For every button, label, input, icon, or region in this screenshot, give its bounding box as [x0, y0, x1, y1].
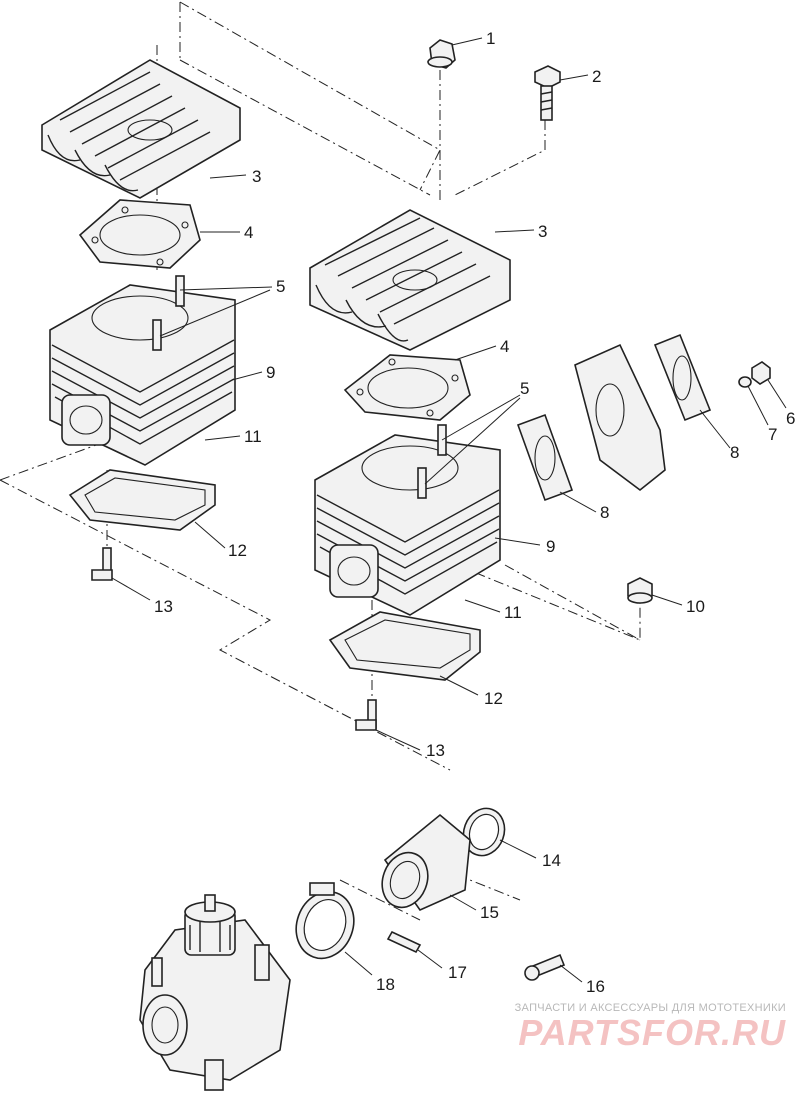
callout-11: 11 — [244, 427, 262, 446]
callout-18: 18 — [376, 975, 395, 994]
callout-numbers: 1 2 3 4 5 9 11 12 13 3 4 5 8 8 6 7 9 10 … — [154, 29, 795, 996]
callout-5b: 5 — [520, 379, 529, 398]
watermark-logo: PARTSFOR.RU — [518, 1012, 786, 1053]
intake-boot-15 — [381, 813, 471, 911]
callout-7: 7 — [768, 425, 777, 444]
nut-10 — [627, 577, 653, 604]
callout-10: 10 — [686, 597, 705, 616]
callout-12: 12 — [228, 541, 247, 560]
callout-13: 13 — [154, 597, 173, 616]
bolt-16 — [524, 953, 566, 981]
right-head-gasket — [343, 354, 471, 421]
callout-13b: 13 — [426, 741, 445, 760]
callout-2: 2 — [592, 67, 601, 86]
callout-1: 1 — [486, 29, 495, 48]
callout-9b: 9 — [546, 537, 555, 556]
callout-12b: 12 — [484, 689, 503, 708]
exhaust-gasket-right — [653, 333, 712, 422]
callout-4: 4 — [244, 223, 253, 242]
leader-lines — [111, 37, 787, 983]
right-base-gasket — [328, 611, 481, 681]
clamp-18 — [295, 882, 355, 960]
right-drain-fitting — [355, 699, 377, 731]
carburetor — [139, 894, 291, 1091]
left-head-gasket — [78, 199, 201, 269]
callout-8b: 8 — [600, 503, 609, 522]
nut-6 — [751, 361, 771, 385]
callout-3b: 3 — [538, 222, 547, 241]
callout-8: 8 — [730, 443, 739, 462]
washer-7 — [738, 376, 752, 388]
watermark-subtitle: ЗАПЧАСТИ И АКСЕССУАРЫ ДЛЯ МОТОТЕХНИКИ — [514, 1002, 786, 1014]
right-cylinder — [314, 424, 501, 616]
nut-1 — [427, 39, 456, 69]
callout-3: 3 — [252, 167, 261, 186]
callout-11b: 11 — [504, 603, 522, 622]
callout-14: 14 — [542, 851, 561, 870]
exhaust-manifold — [574, 343, 666, 492]
callout-5: 5 — [276, 277, 285, 296]
callout-16: 16 — [586, 977, 605, 996]
callout-9: 9 — [266, 363, 275, 382]
exhaust-gasket-center — [516, 413, 574, 502]
screw-17 — [386, 930, 422, 954]
right-cylinder-head — [309, 209, 511, 351]
left-base-gasket — [68, 469, 216, 531]
bolt-2 — [534, 65, 561, 121]
left-cylinder-head — [41, 59, 241, 199]
callout-15: 15 — [480, 903, 499, 922]
callout-4b: 4 — [500, 337, 509, 356]
callout-6: 6 — [786, 409, 795, 428]
left-cylinder — [49, 275, 236, 466]
o-ring-14 — [462, 807, 506, 857]
callout-17: 17 — [448, 963, 467, 982]
left-drain-fitting — [91, 547, 113, 581]
